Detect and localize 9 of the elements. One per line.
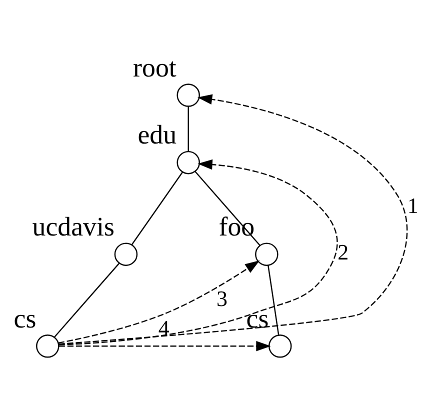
edge-label: 3: [216, 286, 228, 311]
edge-label: 2: [338, 239, 349, 264]
node-label: ucdavis: [32, 210, 114, 241]
node-label: root: [133, 52, 176, 82]
edge-label: 4: [158, 315, 170, 340]
node-label: cs: [14, 302, 36, 333]
node-label: edu: [138, 119, 177, 150]
edge-label: 1: [407, 192, 418, 218]
node-label: cs: [246, 302, 269, 333]
